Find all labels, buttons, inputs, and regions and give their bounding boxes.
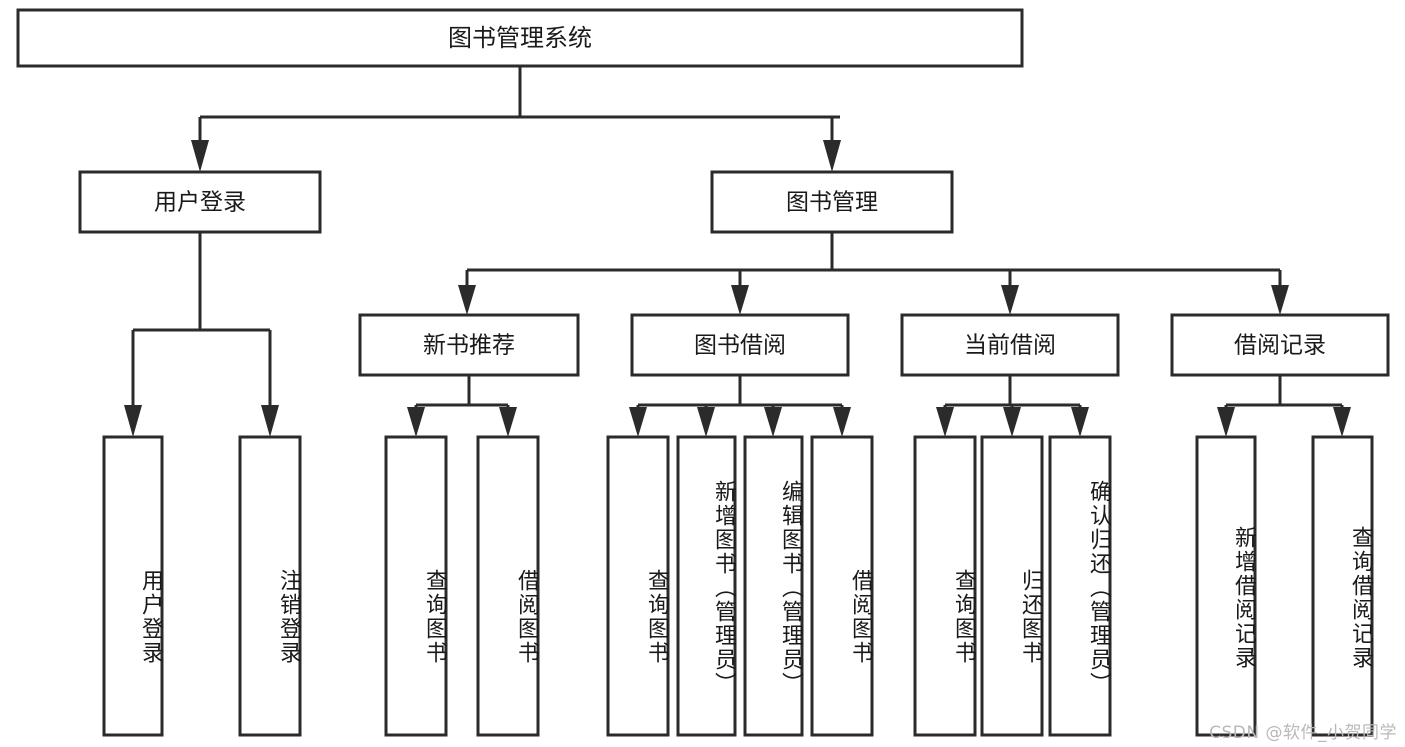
- node-leaf-query-book-1[interactable]: [384, 435, 448, 737]
- node-new-book-recommend[interactable]: 新书推荐: [358, 313, 580, 377]
- node-leaf-logout[interactable]: [238, 435, 302, 737]
- node-leaf-query-record[interactable]: [1311, 435, 1374, 737]
- node-current-borrow[interactable]: 当前借阅: [900, 313, 1120, 377]
- node-new-book-recommend-label: 新书推荐: [423, 333, 515, 359]
- node-book-manage[interactable]: 图书管理: [710, 170, 954, 234]
- connector-book-manage-to-level3: [458, 232, 1289, 315]
- node-user-login[interactable]: 用户登录: [78, 170, 322, 234]
- connector-current-borrow-to-leaves: [936, 375, 1089, 437]
- node-leaf-query-book-2[interactable]: [606, 435, 670, 737]
- node-book-borrow-label: 图书借阅: [694, 333, 786, 359]
- node-leaf-add-record[interactable]: [1195, 435, 1257, 737]
- watermark-text: CSDN @软件_小贺同学: [1209, 723, 1397, 743]
- connector-root-to-level2: [191, 66, 841, 172]
- node-root[interactable]: 图书管理系统: [16, 8, 1024, 68]
- node-leaf-return-book[interactable]: [980, 435, 1044, 737]
- connector-borrow-record-to-leaves: [1217, 375, 1351, 437]
- connector-user-login-to-leaves: [124, 232, 279, 437]
- node-leaf-query-book-3[interactable]: [913, 435, 977, 737]
- node-borrow-record-label: 借阅记录: [1234, 333, 1326, 359]
- node-leaf-borrow-book-1[interactable]: [476, 435, 540, 737]
- node-leaf-user-login[interactable]: [102, 435, 164, 737]
- node-book-manage-label: 图书管理: [786, 190, 878, 216]
- connector-new-book-recommend-to-leaves: [407, 375, 517, 437]
- node-leaf-borrow-book-2[interactable]: [810, 435, 874, 737]
- node-leaf-confirm-return[interactable]: [1048, 435, 1112, 737]
- node-leaf-add-book[interactable]: [676, 435, 737, 737]
- connector-book-borrow-to-leaves: [629, 375, 851, 437]
- node-book-borrow[interactable]: 图书借阅: [630, 313, 850, 377]
- node-root-label: 图书管理系统: [448, 24, 592, 52]
- node-leaf-edit-book[interactable]: [743, 435, 804, 737]
- node-borrow-record[interactable]: 借阅记录: [1170, 313, 1390, 377]
- node-user-login-label: 用户登录: [154, 190, 246, 216]
- node-current-borrow-label: 当前借阅: [964, 333, 1056, 359]
